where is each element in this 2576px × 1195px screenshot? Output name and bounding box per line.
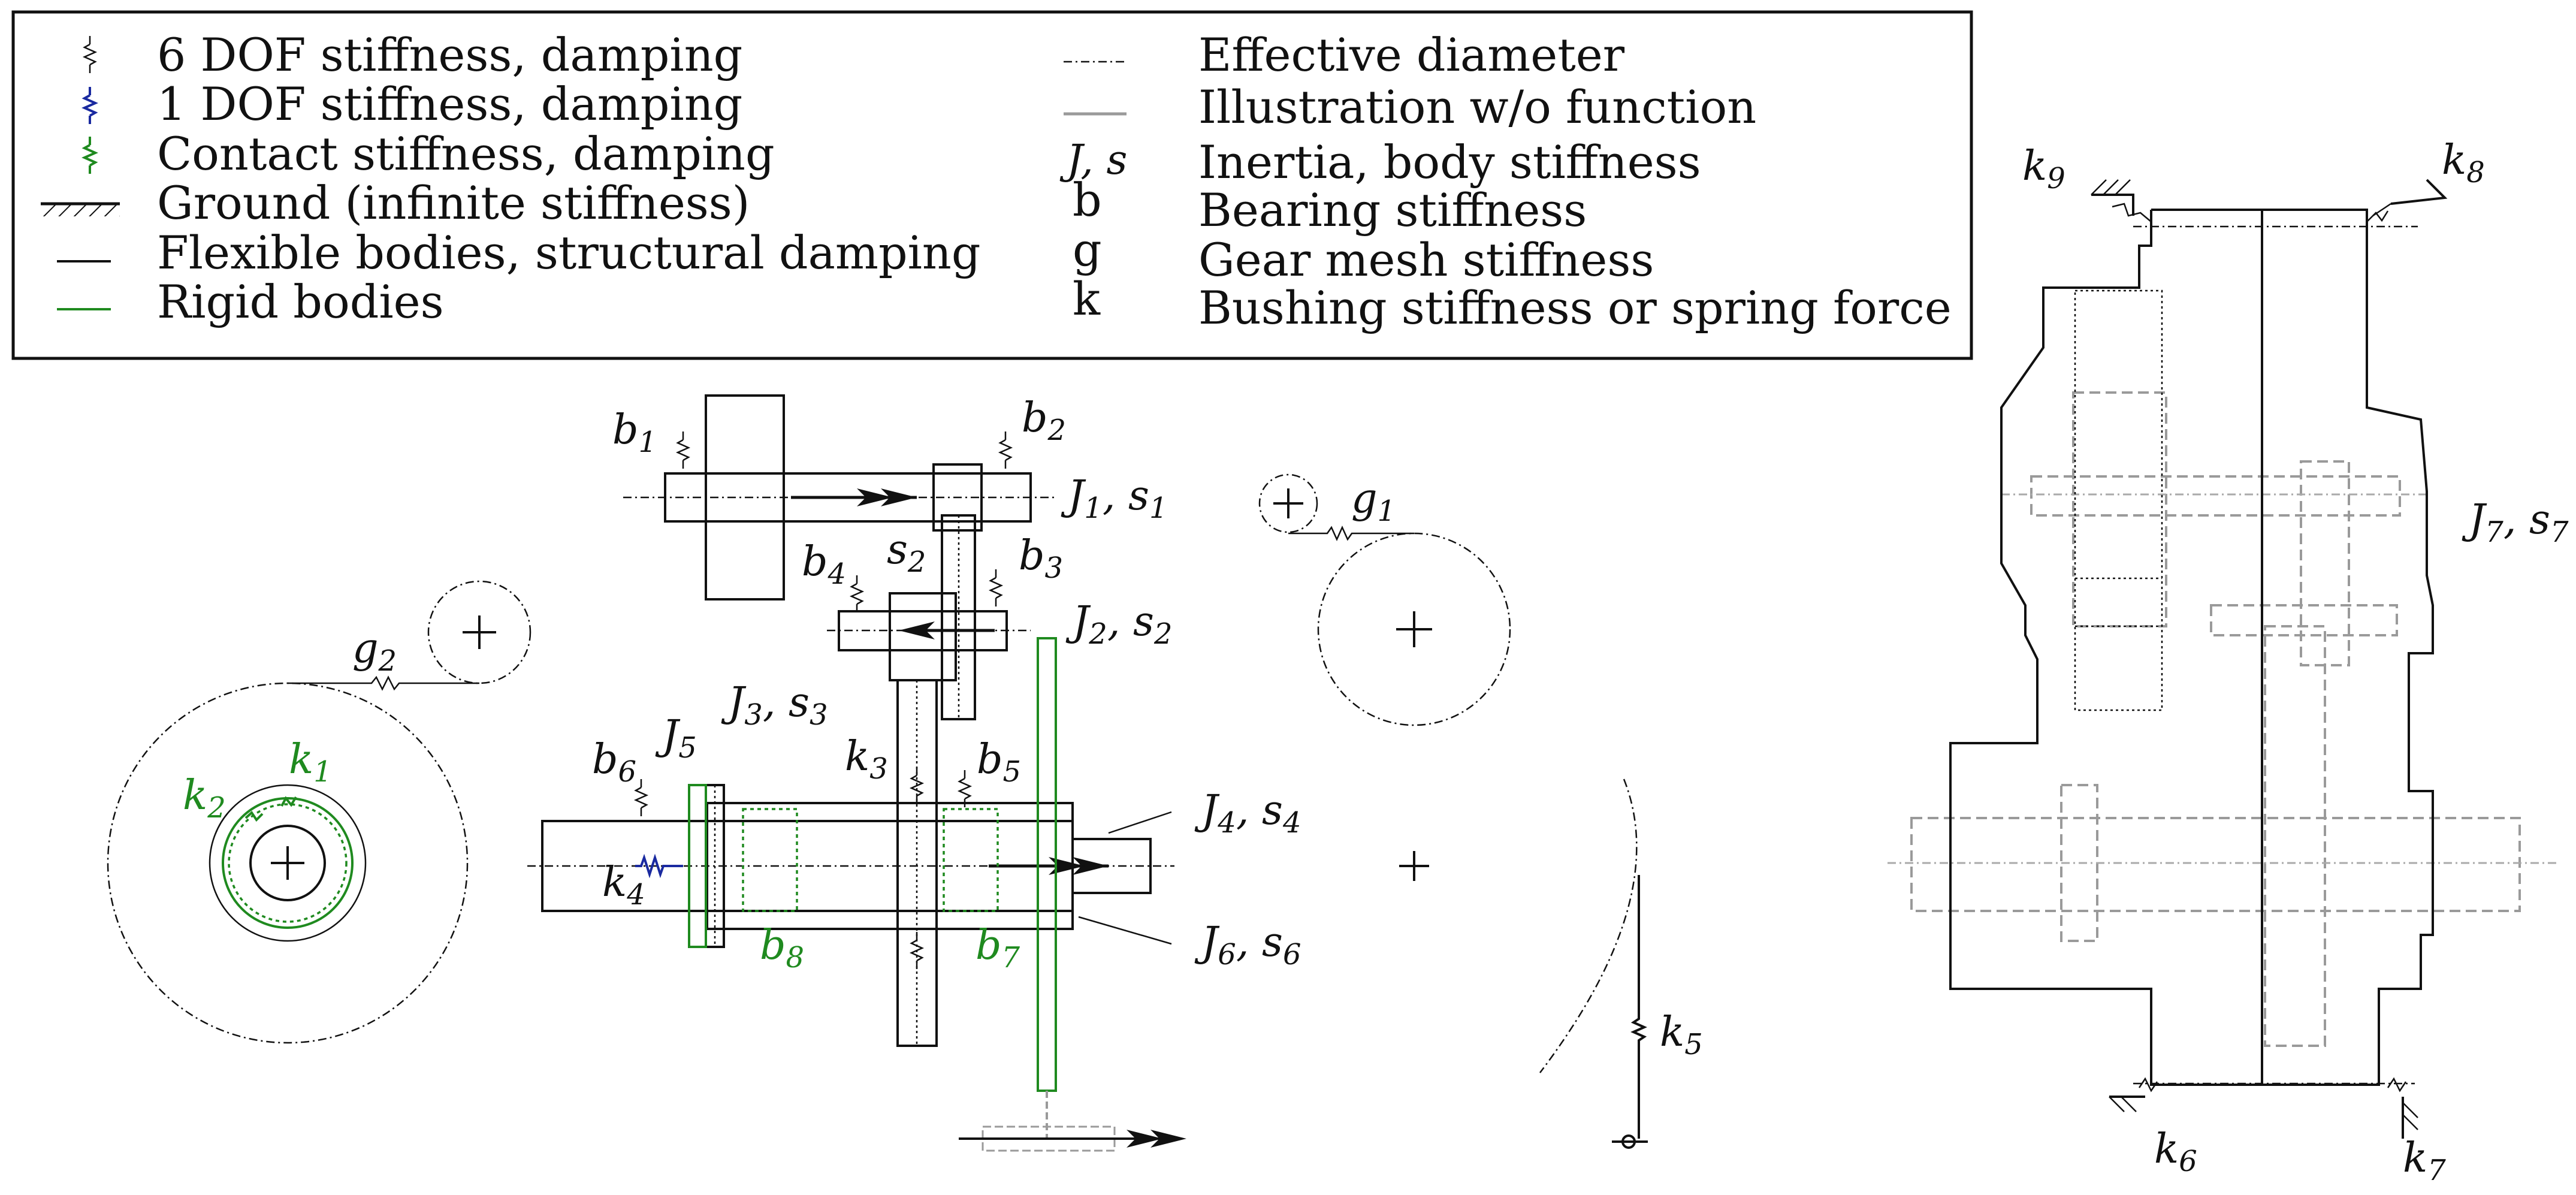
gear-mesh-g1: g1	[1258, 473, 1511, 881]
label-b7: b7	[976, 922, 1020, 974]
legend-label-one-dof: 1 DOF stiffness, damping	[157, 77, 742, 131]
wheel-arc-k5: k5	[1539, 778, 1703, 1149]
legend-label-flexible: Flexible bodies, structural damping	[157, 226, 981, 279]
legend-label-contact: Contact stiffness, damping	[157, 127, 775, 180]
label-k2: k2	[183, 772, 226, 825]
label-b3: b3	[1019, 532, 1063, 585]
label-J1s1: J1, s1	[1061, 472, 1168, 525]
legend-label-effective-diameter: Effective diameter	[1198, 28, 1625, 82]
geartrain: b1 b2 J1, s1 b4 s2 b3 J2, s2 J3, s3	[527, 394, 1301, 1152]
legend-label-illustration: Illustration w/o function	[1198, 80, 1756, 134]
label-s2: s2	[887, 526, 926, 579]
label-b4: b4	[802, 538, 846, 591]
wheel-hub-rigid	[222, 797, 354, 929]
wheel-hub-contact	[228, 803, 348, 923]
illustration-shaft-lower	[1910, 817, 2521, 912]
legend-label-inertia: Inertia, body stiffness	[1198, 135, 1701, 189]
label-k5: k5	[1660, 1009, 1703, 1061]
legend-symbol-g: g	[1073, 223, 1102, 276]
label-b1: b1	[612, 406, 657, 459]
label-J6s6: J6, s6	[1194, 919, 1301, 971]
legend-label-bushing: Bushing stiffness or spring force	[1198, 281, 1952, 334]
label-b5: b5	[977, 736, 1021, 789]
legend-label-rigid: Rigid bodies	[157, 275, 444, 328]
illustration-shaft-upper	[2030, 475, 2401, 517]
gearbox-housing: k9 k8 J7, s7 k6 k7	[1888, 137, 2569, 1187]
legend-symbol-js: J, s	[1059, 137, 1127, 184]
housing-outline	[1949, 209, 2434, 1086]
label-b8: b8	[760, 922, 804, 974]
bearing-b8	[742, 808, 798, 912]
pinion-2	[889, 592, 957, 681]
label-J2s2: J2, s2	[1065, 598, 1173, 651]
label-k6: k6	[2154, 1125, 2197, 1178]
label-b6: b6	[592, 736, 636, 789]
rigid-flange	[688, 784, 707, 948]
label-k3: k3	[845, 733, 888, 786]
legend-label-gear-mesh: Gear mesh stiffness	[1198, 233, 1654, 286]
legend-one-dof-symbol	[81, 87, 98, 124]
legend-label-six-dof: 6 DOF stiffness, damping	[157, 28, 742, 82]
legend-label-bearing: Bearing stiffness	[1198, 183, 1587, 237]
wheel-hub-outer	[209, 784, 367, 942]
bearing-b7	[943, 808, 999, 912]
label-J7s7: J7, s7	[2462, 496, 2569, 549]
label-J5: J5	[655, 712, 697, 765]
label-g2: g2	[352, 625, 397, 678]
legend-symbol-k: k	[1073, 272, 1101, 325]
label-k1: k1	[289, 736, 332, 789]
label-b2: b2	[1022, 394, 1066, 447]
label-k9: k9	[2022, 143, 2065, 195]
wheel-assembly: g2 k1 k2	[107, 580, 531, 1044]
legend: 6 DOF stiffness, damping 1 DOF stiffness…	[11, 10, 1973, 360]
pinion-1	[932, 463, 983, 532]
wheel-axle	[249, 825, 326, 901]
legend-ground-symbol	[41, 202, 120, 216]
label-k7: k7	[2403, 1134, 2446, 1187]
label-J3s3: J3, s3	[721, 679, 828, 732]
label-k4: k4	[602, 859, 645, 912]
gear-body-1	[705, 394, 785, 600]
label-k8: k8	[2442, 137, 2485, 189]
label-J4s4: J4, s4	[1194, 787, 1301, 840]
legend-symbol-b: b	[1073, 173, 1102, 227]
legend-label-ground: Ground (infinite stiffness)	[157, 176, 750, 230]
pinion-g2-effective	[427, 580, 531, 684]
label-g1: g1	[1351, 475, 1396, 528]
legend-contact-symbol	[81, 137, 98, 174]
